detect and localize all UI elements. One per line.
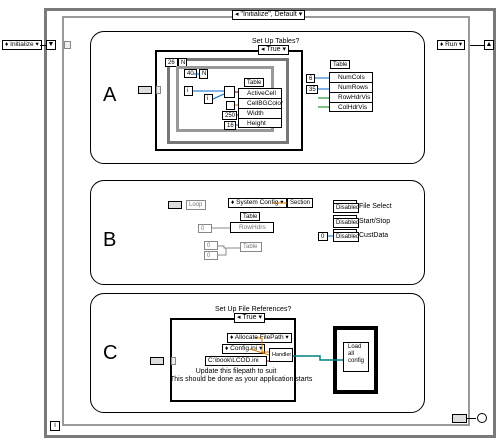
case-decrement-icon[interactable]: ◂ <box>261 46 265 53</box>
section-label: Section <box>287 198 313 208</box>
chevron-down-icon[interactable]: ▾ <box>458 41 463 48</box>
loop-ref-icon[interactable] <box>168 201 182 209</box>
set-up-tables-selector[interactable]: ◂ True ▾ <box>258 45 289 55</box>
row-hdrs-property[interactable]: RowHdrs <box>230 222 274 233</box>
outer-while-loop <box>44 8 496 438</box>
wire <box>467 418 476 419</box>
prop-num-cols: NumCols <box>338 74 365 81</box>
disabled-value-1: Disabled <box>333 203 359 213</box>
zero-constant-a[interactable]: 0 <box>198 224 212 233</box>
shift-register-right[interactable]: ▲ <box>484 40 494 50</box>
shift-register-left[interactable]: ▼ <box>46 40 56 50</box>
set-up-file-refs-title: Set Up File References? <box>215 306 292 313</box>
section-a-label: A <box>103 84 117 106</box>
enum-arrows-icon: ♦ <box>231 199 235 206</box>
numrows-constant[interactable]: 35 <box>306 85 318 94</box>
loop-condition-icon[interactable] <box>477 413 487 423</box>
table-node-label: Table <box>240 212 260 221</box>
outer-case-selector[interactable]: ◂ "Initialize", Default ▾ <box>232 10 306 20</box>
true-boolean-constant[interactable] <box>138 86 152 94</box>
enum-arrows-icon: ♦ <box>230 334 234 341</box>
inner-iteration-terminal: i <box>204 94 213 104</box>
numcols-constant[interactable]: 6 <box>306 74 315 83</box>
section-c-label: C <box>103 342 118 364</box>
case-decrement-icon[interactable]: ◂ <box>235 11 239 18</box>
file-select-label: File Select <box>359 203 392 210</box>
false-boolean-constant[interactable] <box>452 414 467 423</box>
handler-label: Handler <box>269 348 293 362</box>
case-input-terminal <box>171 357 176 365</box>
cust-data-label: CustData <box>359 232 389 239</box>
width-constant[interactable]: 250 <box>222 111 237 120</box>
filepath-note-line-2: This should be done as your application … <box>170 376 313 383</box>
prop-col-hdr-vis: ColHdrVis <box>330 102 372 112</box>
chevron-down-icon[interactable]: ▾ <box>35 41 39 48</box>
filepath-note-line-1: Update this filepath to suit <box>195 368 277 375</box>
prop-num-rows: NumRows <box>330 82 372 92</box>
case-dropdown-icon[interactable]: ▾ <box>282 46 286 53</box>
zero-constant-c[interactable]: 0 <box>204 251 218 260</box>
enum-arrows-icon: ♦ <box>225 345 229 352</box>
config-ini-enum[interactable]: ♦ Config.ini ▾ <box>222 344 266 354</box>
start-stop-label: Start/Stop <box>359 218 391 225</box>
chevron-down-icon[interactable]: ▾ <box>285 334 289 341</box>
case-dropdown-icon[interactable]: ▾ <box>258 314 262 321</box>
zero-constant-b[interactable]: 0 <box>204 241 218 250</box>
enum-arrows-icon: ♦ <box>440 41 444 48</box>
prop-row-hdr-vis: RowHdrVis <box>330 92 372 102</box>
loop-control-ref[interactable]: Loop <box>186 200 206 210</box>
run-enum-constant[interactable]: ♦ Run ▾ <box>437 40 466 50</box>
case-dropdown-icon[interactable]: ▾ <box>298 11 303 18</box>
case-decrement-icon[interactable]: ◂ <box>237 314 241 321</box>
prop-active-cell: ActiveCell <box>247 90 276 97</box>
case-input-terminal <box>156 86 161 94</box>
prop-height: Height <box>239 118 281 128</box>
color-box-constant[interactable] <box>226 101 235 110</box>
table-control-ref[interactable]: Table <box>240 242 262 252</box>
outer-iteration-terminal: i <box>184 86 193 96</box>
section-b-label: B <box>103 229 117 251</box>
filepath-constant[interactable]: C:\book\LCOD.ini <box>205 356 267 366</box>
table-ref-label: Table <box>330 60 350 69</box>
set-up-tables-title: Set Up Tables? <box>252 38 300 45</box>
load-all-config-subvi[interactable]: Load all config <box>343 342 369 372</box>
height-constant[interactable]: 16 <box>224 121 236 130</box>
disabled-value-3: Disabled <box>333 232 359 242</box>
prop-width: Width <box>239 108 281 118</box>
enum-arrows-icon: ♦ <box>5 41 9 48</box>
bundle-node <box>224 86 235 98</box>
true-boolean-constant[interactable] <box>150 357 164 365</box>
zero-constant-d[interactable]: 0 <box>318 232 328 241</box>
table-ref-property-node[interactable]: NumCols NumRows RowHdrVis ColHdrVis <box>329 72 373 112</box>
chevron-down-icon[interactable]: ▾ <box>259 345 263 352</box>
table-property-node[interactable]: ActiveCell CellBGColor Width Height <box>238 88 283 128</box>
wire <box>470 45 484 46</box>
wire <box>40 45 46 46</box>
table-property-node-label: Table <box>244 78 264 87</box>
iteration-terminal: i <box>50 421 60 431</box>
set-up-tables-case <box>155 50 303 151</box>
case-input-terminal <box>64 41 71 49</box>
disabled-value-2: Disabled <box>333 218 359 228</box>
row-count-terminal: N <box>199 69 208 79</box>
prop-cell-bg-color: CellBGColor <box>239 98 283 108</box>
loop-count-constant[interactable]: 26 <box>165 58 178 67</box>
set-up-file-refs-selector[interactable]: ◂ True ▾ <box>234 313 265 323</box>
